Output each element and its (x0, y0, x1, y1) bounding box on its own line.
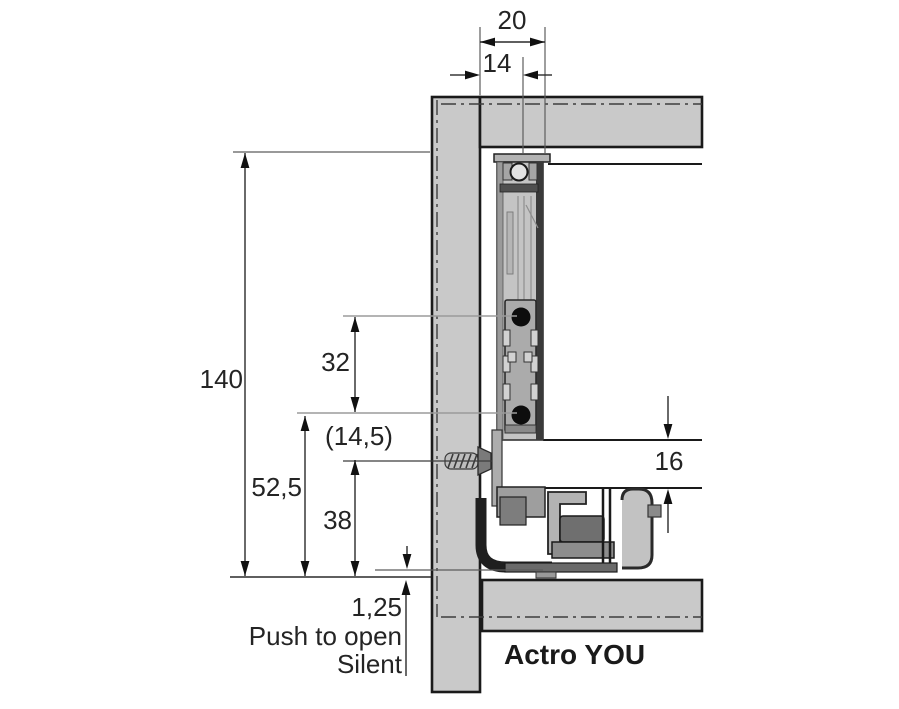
dim-label-32: 32 (321, 347, 350, 377)
arrow-140-top (240, 153, 250, 168)
dim-label-52-5: 52,5 (251, 472, 302, 502)
dimension-lines (244, 41, 669, 676)
profile-right-wall (536, 162, 543, 440)
arrow-32-bottom (350, 397, 360, 412)
note-push-to-open: Push to open (248, 621, 402, 651)
arrow-14-left (465, 70, 480, 80)
roller (509, 162, 529, 182)
dim-label-38: 38 (323, 505, 352, 535)
drawer-edge-lines (543, 163, 702, 489)
arrow-20-left (480, 37, 495, 47)
arrow-38-bottom (350, 561, 360, 576)
profile-inner-rib (506, 211, 514, 275)
cabinet-panels (430, 95, 704, 694)
arrow-52-5-bottom (300, 561, 310, 576)
centerlines (436, 100, 702, 618)
mounting-hole-bottom (511, 405, 531, 425)
runner-hook-nub (647, 504, 662, 518)
runner-carriage (559, 515, 605, 543)
arrow-32-top (350, 317, 360, 332)
cabinet-side-panel (430, 95, 482, 694)
profile-top-cap (493, 153, 551, 163)
arrow-1-25-bottom (401, 580, 411, 595)
runner-vertical-ribs (601, 489, 612, 571)
arrow-140-bottom (240, 561, 250, 576)
extension-lines (233, 27, 546, 571)
bracket-foot (504, 424, 537, 434)
arrow-16-top (663, 424, 673, 439)
arrow-16-bottom (663, 489, 673, 504)
hole-extension-lines (297, 315, 517, 414)
profile-crossband (499, 183, 539, 193)
dim-label-14-5: (14,5) (325, 421, 393, 451)
arrow-38-top (350, 460, 360, 475)
bracket-notches (502, 329, 539, 401)
runner-base-rail (504, 562, 618, 573)
runner-rail (551, 541, 615, 559)
cabinet-bottom-panel (480, 578, 704, 633)
profile-inner-lines (517, 196, 539, 300)
profile-left-wall (496, 161, 504, 441)
dim-label-140: 140 (199, 364, 243, 394)
dim-label-14: 14 (482, 48, 512, 78)
arrow-52-5-top (300, 416, 310, 431)
mounting-hole-top (511, 307, 531, 327)
arrow-14-right (523, 70, 538, 80)
product-label: Actro YOU (504, 639, 646, 670)
dimension-arrows (240, 37, 673, 595)
dim-label-1-25: 1,25 (351, 592, 402, 622)
runner-foot-tab (535, 571, 557, 579)
drawer-bottom-slot (506, 441, 543, 487)
dim-label-16: 16 (654, 446, 684, 476)
dim-label-20: 20 (497, 5, 527, 35)
arrow-1-25-top (402, 554, 412, 569)
cabinet-top-panel (478, 95, 704, 149)
roller-housing-right (528, 162, 538, 181)
note-silent: Silent (336, 649, 402, 679)
runner-assembly (475, 486, 662, 579)
arrow-20-right (530, 37, 545, 47)
runner-hook (620, 487, 654, 570)
runner-mount-inner (499, 496, 527, 526)
drawer-side-profile (491, 153, 551, 507)
